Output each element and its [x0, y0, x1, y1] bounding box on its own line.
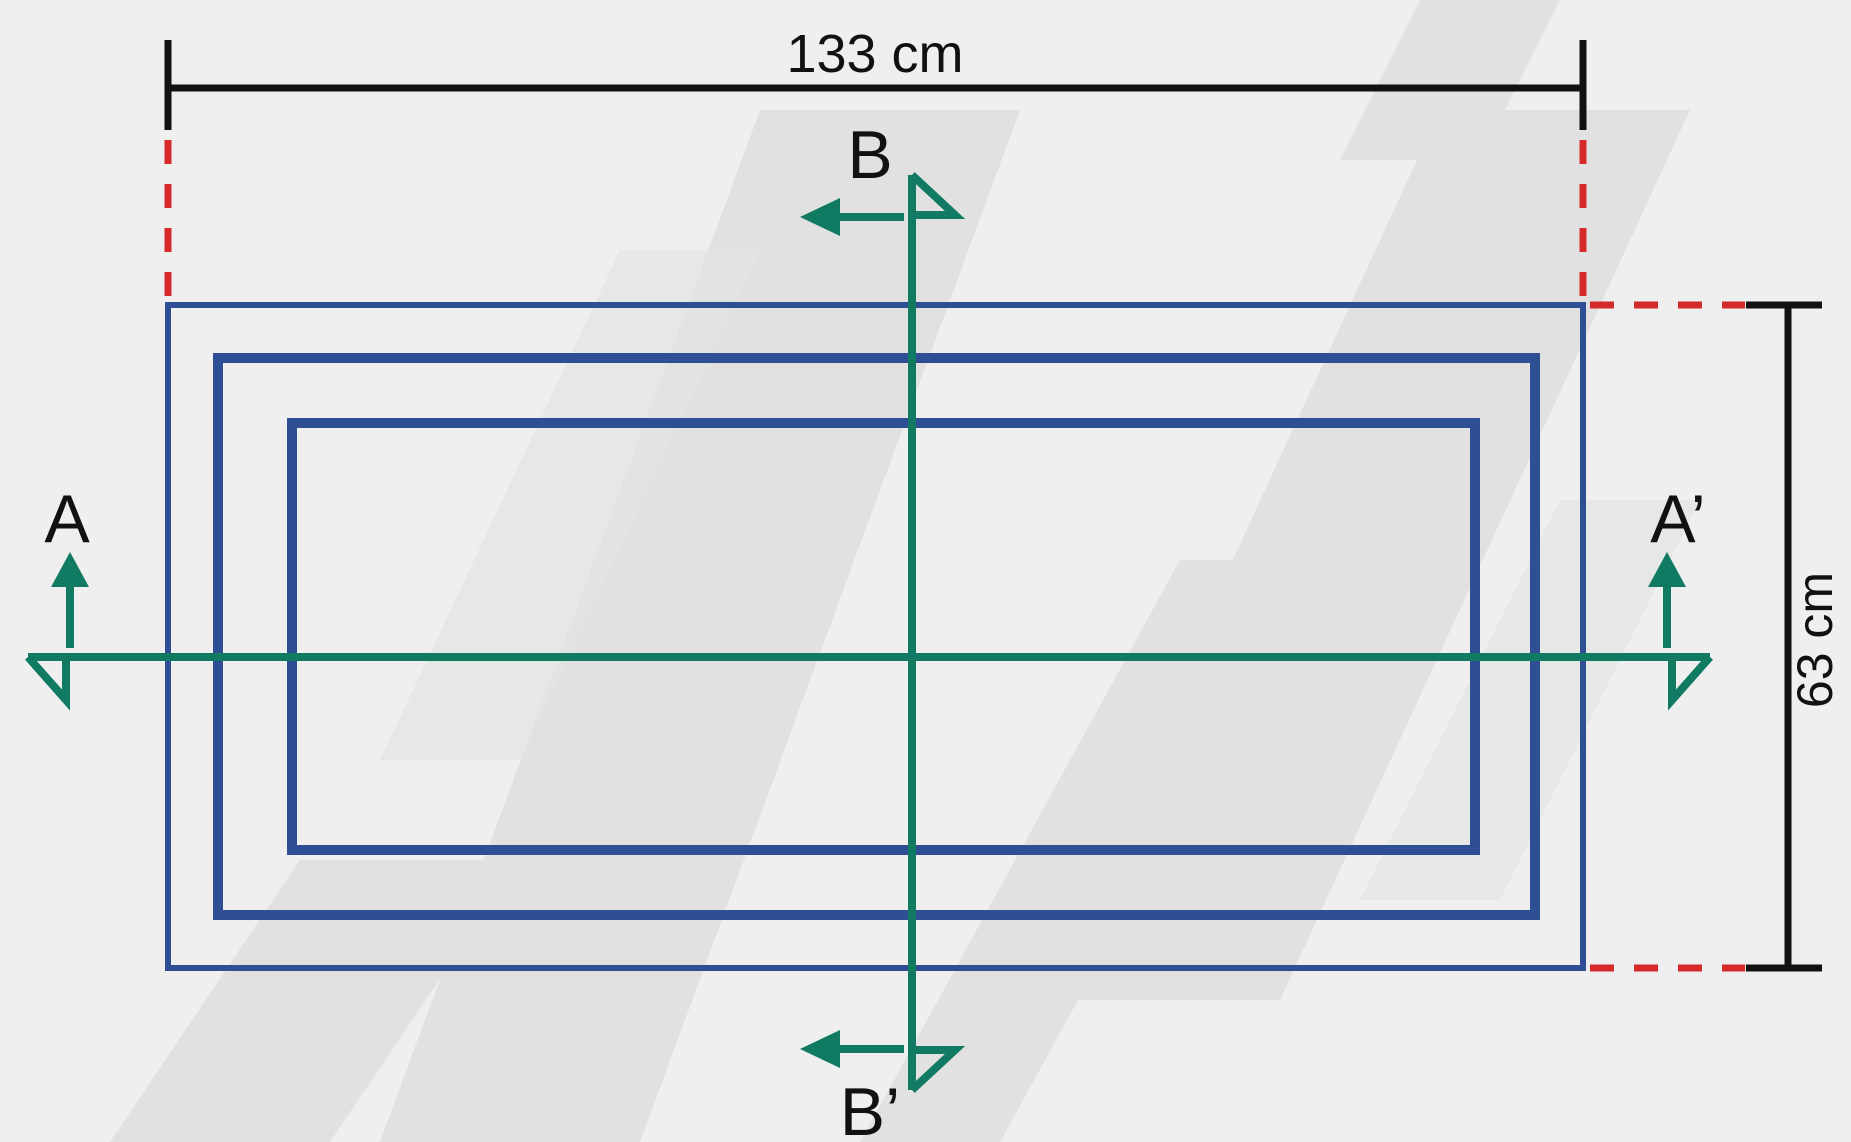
view-arrow-b-top-head [800, 198, 840, 236]
inner-rectangle [287, 418, 1480, 855]
middle-rectangle [213, 353, 1540, 920]
section-label-a: A [44, 481, 90, 557]
section-line-a [25, 582, 1713, 711]
view-arrow-b-bottom-head [800, 1030, 840, 1068]
section-b-bottom-end-mark [908, 1046, 966, 1093]
width-label: 133 cm [786, 24, 963, 84]
section-b-top-end-mark [908, 172, 966, 219]
view-arrow-a-left-head [51, 552, 89, 587]
width-dimension: 133 cm [164, 24, 1587, 130]
section-label-b-prime: B’ [840, 1074, 900, 1142]
outer-rectangle [165, 302, 1586, 971]
section-line-b [838, 172, 966, 1093]
section-arrowheads-a [51, 552, 1686, 587]
watermark-stripe [110, 860, 520, 1142]
section-a-left-end-mark [25, 653, 70, 711]
view-arrow-a-right-head [1648, 552, 1686, 587]
section-label-a-prime: A’ [1650, 481, 1705, 557]
height-dimension: 63 cm [1746, 301, 1843, 972]
section-label-b: B [847, 117, 892, 193]
watermark-stripe [380, 250, 760, 760]
section-a-right-end-mark [1668, 653, 1713, 711]
section-arrowheads-b [800, 198, 840, 1068]
nested-rectangles [165, 302, 1586, 971]
watermark-stripe [1340, 0, 1560, 160]
height-label: 63 cm [1787, 572, 1843, 708]
extension-lines [164, 140, 1745, 972]
watermark-stripe [380, 110, 1020, 1142]
